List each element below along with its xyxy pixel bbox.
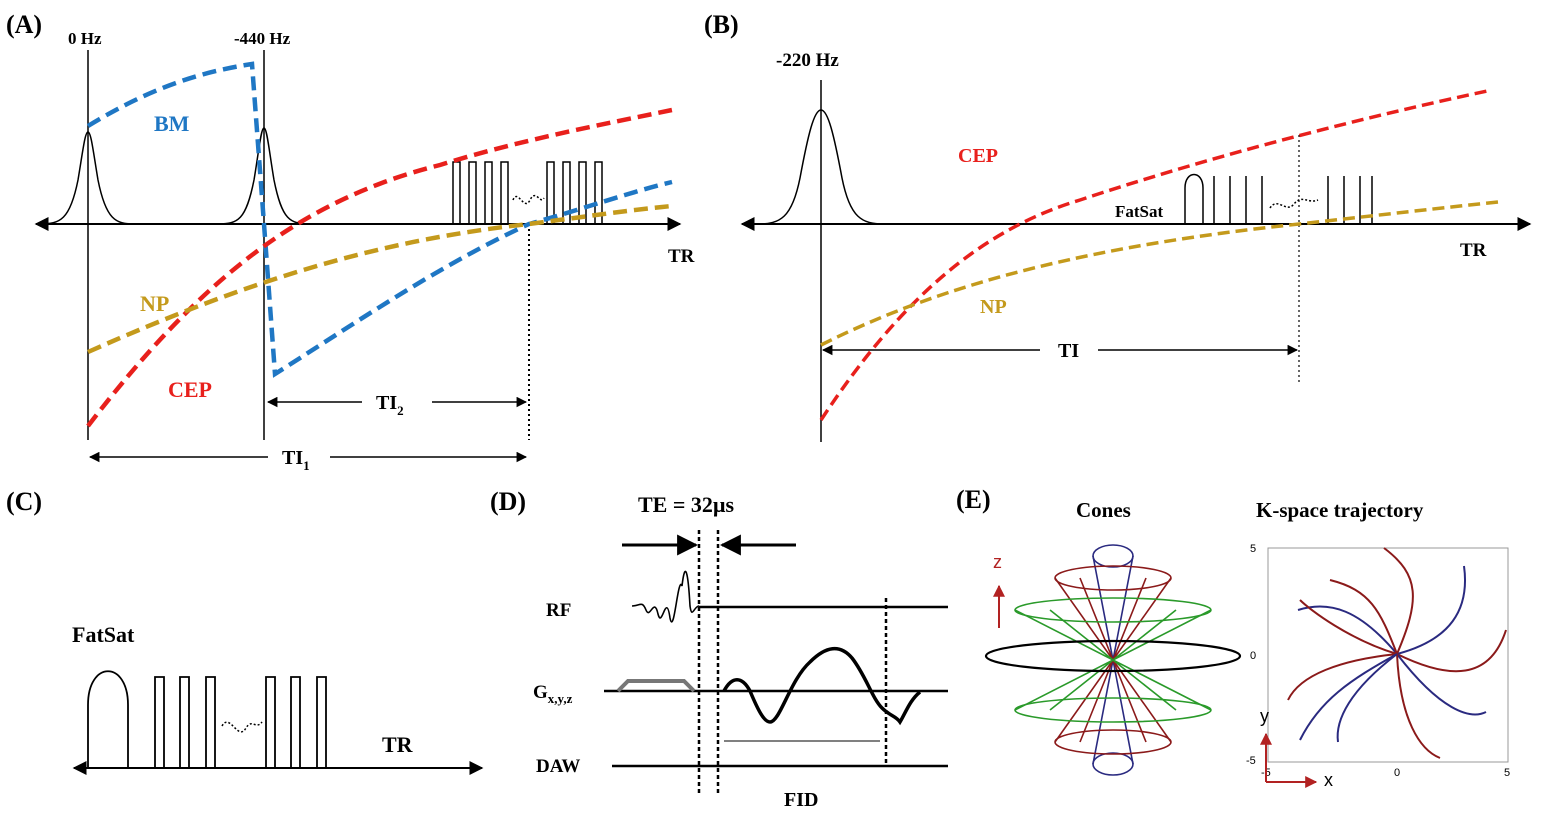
x-tick-5: 5 (1504, 767, 1510, 779)
panel-c-label: (C) (6, 487, 42, 516)
rf-pulse-220hz (757, 109, 885, 225)
rf-pulse-0hz (39, 131, 135, 225)
bm-label: BM (154, 111, 190, 136)
np-label-b: NP (980, 296, 1007, 318)
te-label: TE = 32µs (638, 492, 735, 517)
y-tick-0: 0 (1250, 650, 1256, 662)
fid-label: FID (784, 789, 818, 811)
panel-c-readout-pulses (154, 676, 327, 768)
panel-b-tr-label: TR (1460, 240, 1487, 261)
freq-220hz-label: -220 Hz (776, 50, 839, 71)
np-label-a: NP (140, 291, 169, 316)
freq-0hz-label: 0 Hz (68, 29, 102, 48)
panel-b-label: (B) (704, 10, 739, 39)
z-axis-label: z (993, 552, 1002, 572)
y-tick-m5: -5 (1246, 755, 1256, 767)
panel-a-label: (A) (6, 10, 42, 39)
panel-a-tr-label: TR (668, 246, 695, 267)
ti-label: TI (1058, 340, 1079, 362)
x-axis-label: x (1324, 770, 1333, 790)
freq-440hz-label: -440 Hz (234, 29, 291, 48)
panel-d: (D) TE = 32µs RF Gx,y,z DAW FID (490, 487, 948, 811)
panel-c-tr-label: TR (382, 732, 414, 757)
kspace-title: K-space trajectory (1256, 498, 1424, 522)
panel-d-label: (D) (490, 487, 526, 516)
panel-a-pulse-ellipsis (512, 194, 545, 205)
ti2-label: TI2 (376, 392, 404, 418)
rf-row-label: RF (546, 600, 571, 621)
panel-a-readout-pulses (452, 161, 603, 224)
panel-e-label: (E) (956, 485, 991, 514)
y-axis-label: y (1260, 706, 1269, 726)
panel-b-fatsat-pulse (1184, 173, 1204, 224)
cones-title: Cones (1076, 498, 1131, 522)
x-tick-0: 0 (1394, 767, 1400, 779)
np-curve-a (87, 203, 673, 355)
cep-curve-b (819, 88, 1493, 421)
gradient-prewinder (616, 679, 696, 693)
kspace-spiral-arms (1287, 547, 1507, 759)
y-tick-5: 5 (1250, 543, 1256, 555)
cep-curve-a (86, 107, 673, 428)
panel-b: (B) -220 Hz TR FatSat CEP NP TI (704, 10, 1532, 442)
panel-b-pulse-ellipsis (1269, 198, 1319, 209)
ti1-label: TI1 (282, 447, 310, 473)
rf-waveform (631, 570, 700, 623)
gradient-waveform (722, 647, 922, 726)
gradient-row-label: Gx,y,z (533, 682, 573, 706)
cep-label-b: CEP (958, 145, 998, 167)
np-curve-b (820, 200, 1499, 347)
panel-b-readout-pulses (1213, 176, 1373, 224)
cones-diagram (984, 544, 1242, 776)
panel-a: (A) 0 Hz -440 Hz TR BM NP CEP TI2 TI1 (6, 10, 695, 473)
bm-curve (86, 61, 673, 378)
cep-label-a: CEP (168, 377, 212, 402)
rf-pulse-440hz (217, 127, 311, 225)
panel-c-fatsat-pulse (87, 670, 129, 768)
daw-row-label: DAW (536, 756, 580, 777)
panel-c: (C) FatSat TR (6, 487, 484, 775)
panel-c-fatsat-label: FatSat (72, 622, 135, 647)
panel-c-pulse-ellipsis (221, 721, 263, 733)
panel-e: (E) Cones K-space trajectory z 5 0 -5 -5 (956, 485, 1510, 790)
panel-b-fatsat-label: FatSat (1115, 202, 1164, 221)
